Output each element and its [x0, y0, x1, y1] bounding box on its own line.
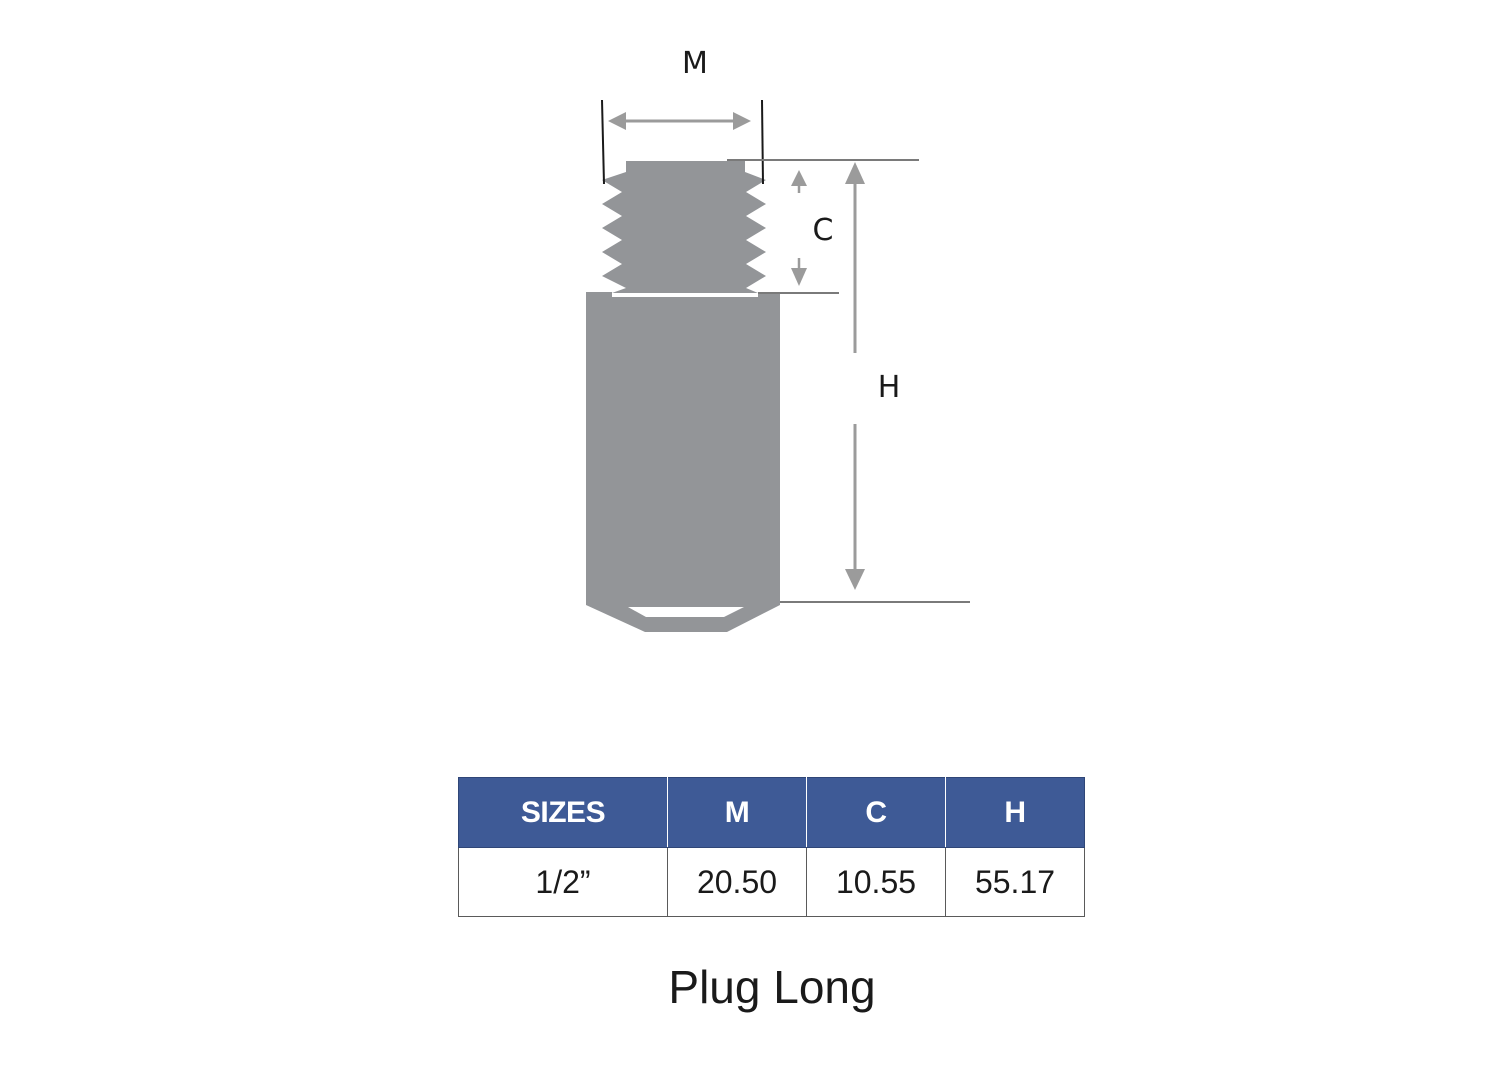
- header-h: H: [945, 777, 1085, 848]
- h-arrow-down-head: [845, 569, 865, 590]
- m-arrow-left-head: [608, 112, 626, 130]
- plug-thread-section: [602, 161, 766, 293]
- plug-body: [586, 292, 780, 603]
- h-dimension-label: H: [878, 370, 901, 405]
- dimensions-table: SIZES M C H 1/2” 20.50 10.55 55.17: [458, 777, 1085, 917]
- h-arrow-up-head: [845, 162, 865, 184]
- table-header-row: SIZES M C H: [458, 777, 1085, 848]
- cell-size: 1/2”: [458, 847, 668, 917]
- m-dimension-label: M: [682, 46, 708, 81]
- cell-m: 20.50: [667, 847, 807, 917]
- product-caption: Plug Long: [668, 961, 876, 1013]
- c-dimension-label: C: [813, 213, 834, 248]
- cell-h: 55.17: [945, 847, 1085, 917]
- m-dimension-tick-right: [761, 99, 764, 185]
- m-arrow-right-head: [733, 112, 751, 130]
- header-sizes: SIZES: [458, 777, 668, 848]
- c-arrow-up-head: [791, 170, 807, 186]
- header-m: M: [667, 777, 807, 848]
- plug-base-slot: [628, 607, 744, 617]
- plug-diagram: M C H: [586, 46, 970, 632]
- c-arrow-down-head: [791, 268, 807, 286]
- m-dimension-tick-left: [601, 99, 605, 185]
- cell-c: 10.55: [806, 847, 946, 917]
- header-c: C: [806, 777, 946, 848]
- table-row: 1/2” 20.50 10.55 55.17: [458, 847, 1085, 917]
